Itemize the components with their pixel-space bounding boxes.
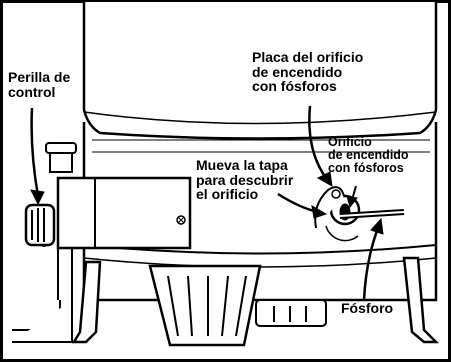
gas-pipe (12, 300, 73, 343)
arrows (30, 105, 384, 301)
label-match: Fósforo (341, 300, 394, 316)
label-ignition-hole: Orificio de encendido con fósforos (328, 135, 409, 176)
label-move-cover: Mueva la tapa para descubrir el orificio (196, 157, 294, 203)
label-ignition-port-plate: Placa del orificio de encendido con fósf… (252, 49, 364, 95)
burner-base (148, 264, 327, 347)
legs (71, 256, 440, 344)
gas-control-valve (45, 142, 192, 300)
label-control-knob: Perilla de control (8, 69, 71, 100)
control-knob (24, 203, 56, 247)
match-stick (339, 209, 405, 219)
